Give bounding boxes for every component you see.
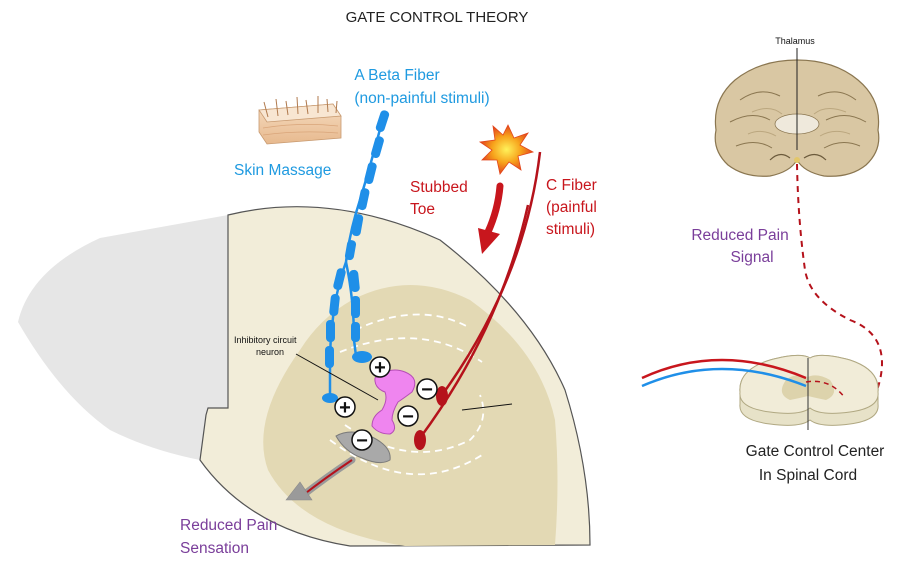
svg-text:−: − <box>402 406 414 428</box>
thalamus-label: Thalamus <box>775 36 815 46</box>
skin-patch <box>259 96 341 144</box>
reduced-pain-signal-label-2: Signal <box>730 249 773 266</box>
reduced-pain-sensation-label-2: Sensation <box>180 540 249 557</box>
a-beta-fiber-sublabel: (non-painful stimuli) <box>354 90 489 107</box>
reduced-pain-signal-label-1: Reduced Pain <box>691 227 788 244</box>
white-matter-grey-region <box>18 215 228 460</box>
brain-illustration <box>715 48 879 176</box>
pain-burst <box>480 125 533 174</box>
stubbed-toe-label-2: Toe <box>410 201 435 218</box>
c-fiber-label-1: C Fiber <box>546 177 597 194</box>
reduced-pain-sensation-label-1: Reduced Pain <box>180 517 277 534</box>
c-fiber-label-3: stimuli) <box>546 221 595 238</box>
inhibitory-label-2: neuron <box>256 347 284 357</box>
svg-text:−: − <box>421 379 433 401</box>
stubbed-toe-label-1: Stubbed <box>410 179 468 196</box>
svg-text:+: + <box>374 357 386 379</box>
inhibitory-label-1: Inhibitory circuit <box>234 335 297 345</box>
svg-text:−: − <box>356 430 368 452</box>
gate-control-center-label-2: In Spinal Cord <box>759 467 857 484</box>
spinal-cord-small <box>740 355 878 430</box>
skin-massage-label: Skin Massage <box>234 162 331 179</box>
a-beta-fiber-label: A Beta Fiber <box>354 67 439 84</box>
c-fiber-label-2: (painful <box>546 199 597 216</box>
diagram-title: GATE CONTROL THEORY <box>346 9 529 26</box>
svg-text:+: + <box>339 397 351 419</box>
stimulus-arrow <box>478 186 500 254</box>
gate-control-center-label-1: Gate Control Center <box>746 443 885 460</box>
